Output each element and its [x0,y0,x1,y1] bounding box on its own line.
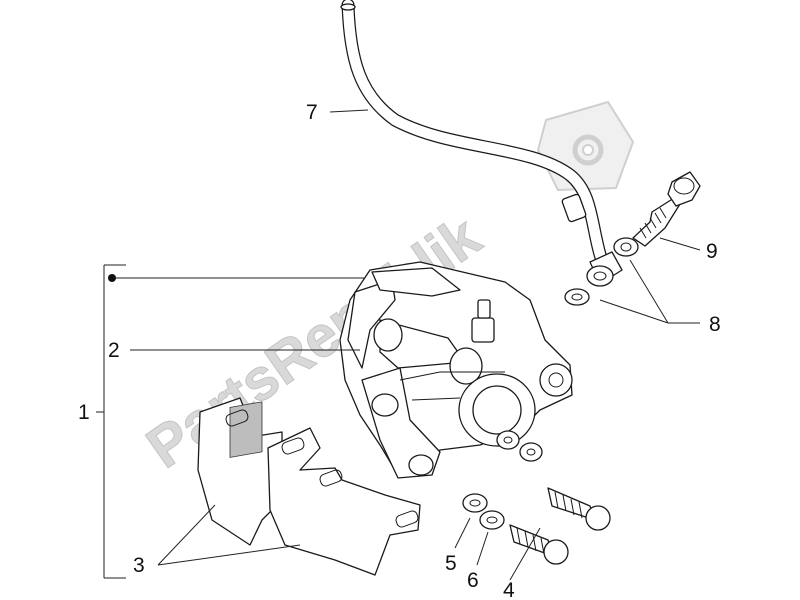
gear-icon [536,100,635,192]
callout-2: 2 [108,339,120,362]
brake-pads [197,397,421,576]
callout-4: 4 [503,579,515,600]
callout-9: 9 [706,240,718,263]
callout-1: 1 [78,401,90,424]
brake-caliper [339,261,573,479]
pad-friction-left [229,401,263,458]
callout-7: 7 [306,101,318,124]
brake-hose [340,0,623,287]
callout-labels: 1 2 3 4 5 6 7 8 9 [78,101,721,600]
copper-washers [564,237,639,306]
leader-lines [96,109,701,581]
callout-6: 6 [467,569,479,592]
callout-8: 8 [709,313,721,336]
callout-5: 5 [445,552,457,575]
mounting-hardware [462,430,611,565]
callout-3: 3 [133,554,145,577]
banjo-bolt [632,171,701,247]
group-bullet [108,274,116,282]
